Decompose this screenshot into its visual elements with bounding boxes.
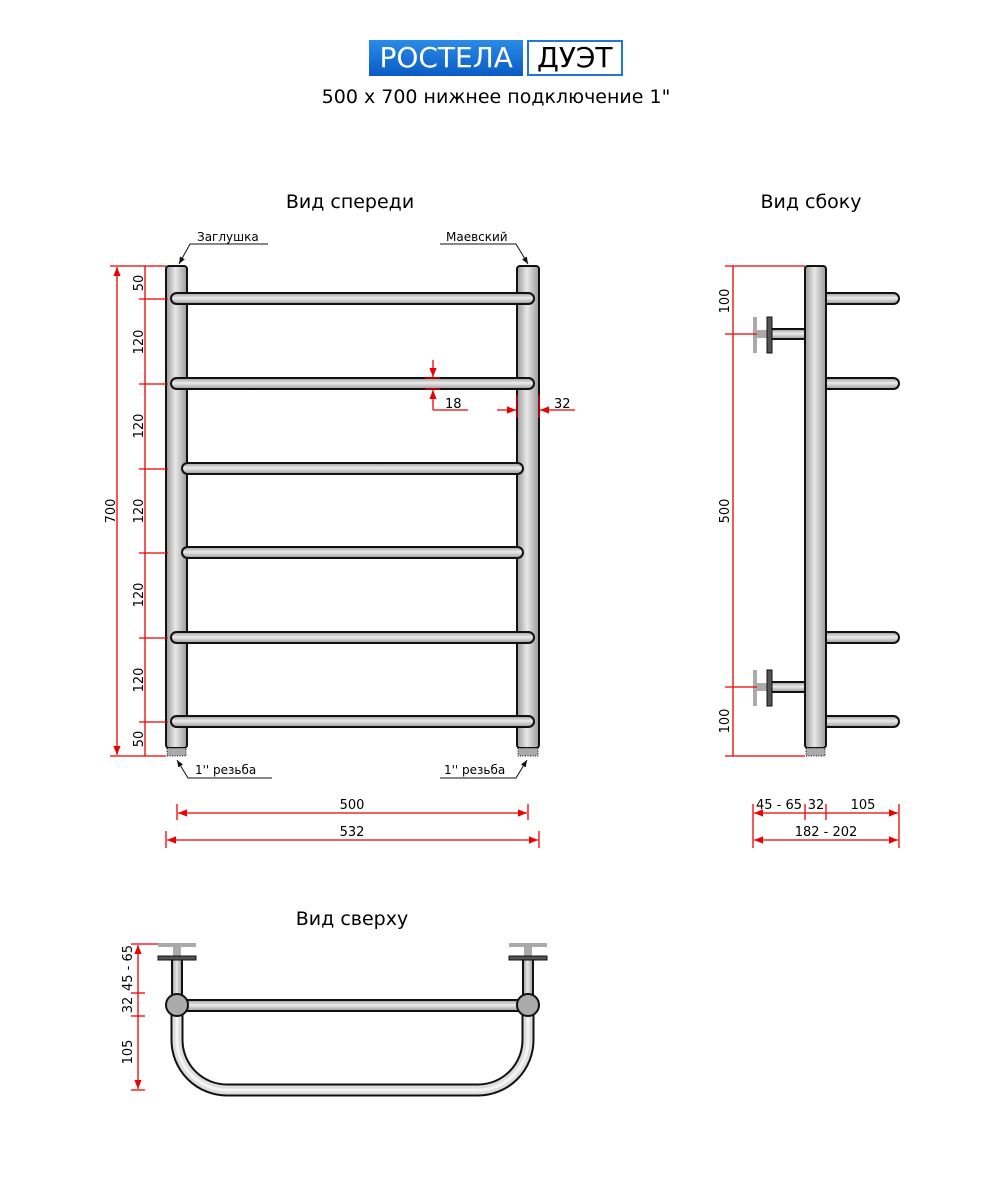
brand-name: РОСТЕЛА <box>369 40 523 76</box>
dim-seg-2: 120 <box>132 330 147 355</box>
top-view-title: Вид сверху <box>296 908 408 930</box>
wall-bracket-bottom <box>753 669 806 707</box>
rail-4 <box>181 546 524 559</box>
right-vertical-tube <box>516 265 540 749</box>
top-dim-tube: 32 <box>121 997 136 1014</box>
dim-seg-5: 120 <box>132 583 147 608</box>
subtitle: 500 x 700 нижнее подключение 1" <box>321 86 671 108</box>
side-view: Вид сбоку 100 500 100 45 - 65 32 105 182… <box>718 191 900 848</box>
side-rail-1 <box>820 292 900 305</box>
side-dim-seg-2: 500 <box>718 499 733 524</box>
top-dim-wall: 45 - 65 <box>121 945 136 991</box>
side-dim-wall: 45 - 65 <box>756 798 802 813</box>
side-rail-2 <box>820 377 900 390</box>
label-thread-right: 1'' резьба <box>444 763 505 777</box>
dim-center-width: 500 <box>340 798 365 813</box>
dim-total-height: 700 <box>104 499 119 524</box>
dim-segments-front: 50 120 120 120 120 120 50 <box>132 266 168 756</box>
front-view-title: Вид спереди <box>286 191 414 213</box>
dim-tube-diameter: 32 <box>554 397 571 412</box>
top-tube-left <box>165 993 189 1017</box>
rail-5 <box>170 631 535 644</box>
side-rail-4 <box>820 715 900 728</box>
rail-6 <box>170 715 535 728</box>
side-view-title: Вид сбоку <box>760 191 861 213</box>
dim-total-width: 532 <box>340 825 365 840</box>
right-thread <box>517 747 539 757</box>
dim-seg-4: 120 <box>132 499 147 524</box>
dim-seg-1: 50 <box>132 275 147 292</box>
rail-1 <box>170 292 535 305</box>
side-dim-rail: 105 <box>851 798 876 813</box>
side-dim-seg-1: 100 <box>718 289 733 314</box>
left-vertical-tube <box>165 265 188 749</box>
model-name: ДУЭТ <box>526 40 623 76</box>
label-thread-left: 1'' резьба <box>195 763 256 777</box>
dim-seg-7: 50 <box>132 731 147 748</box>
dim-seg-6: 120 <box>132 668 147 693</box>
dim-seg-3: 120 <box>132 414 147 439</box>
wall-bracket-top <box>753 316 806 354</box>
left-thread <box>166 747 187 757</box>
top-tube-right <box>516 993 540 1017</box>
front-view: Вид спереди Заглушка Маевский 1'' резьба… <box>104 191 575 848</box>
side-dim-tube: 32 <box>808 798 825 813</box>
side-dim-seg-3: 100 <box>718 709 733 734</box>
dim-rail-diameter: 18 <box>445 397 462 412</box>
side-vertical-tube <box>804 265 827 749</box>
top-cross-rail <box>179 999 526 1012</box>
top-view: Вид сверху 45 - 65 32 105 <box>121 908 548 1097</box>
label-plug: Заглушка <box>197 230 259 244</box>
label-valve: Маевский <box>446 230 508 244</box>
side-rail-3 <box>820 631 900 644</box>
top-dim-rail: 105 <box>121 1040 136 1065</box>
side-dim-total-depth: 182 - 202 <box>795 825 858 840</box>
rail-3 <box>181 462 524 475</box>
rail-2 <box>170 377 535 390</box>
